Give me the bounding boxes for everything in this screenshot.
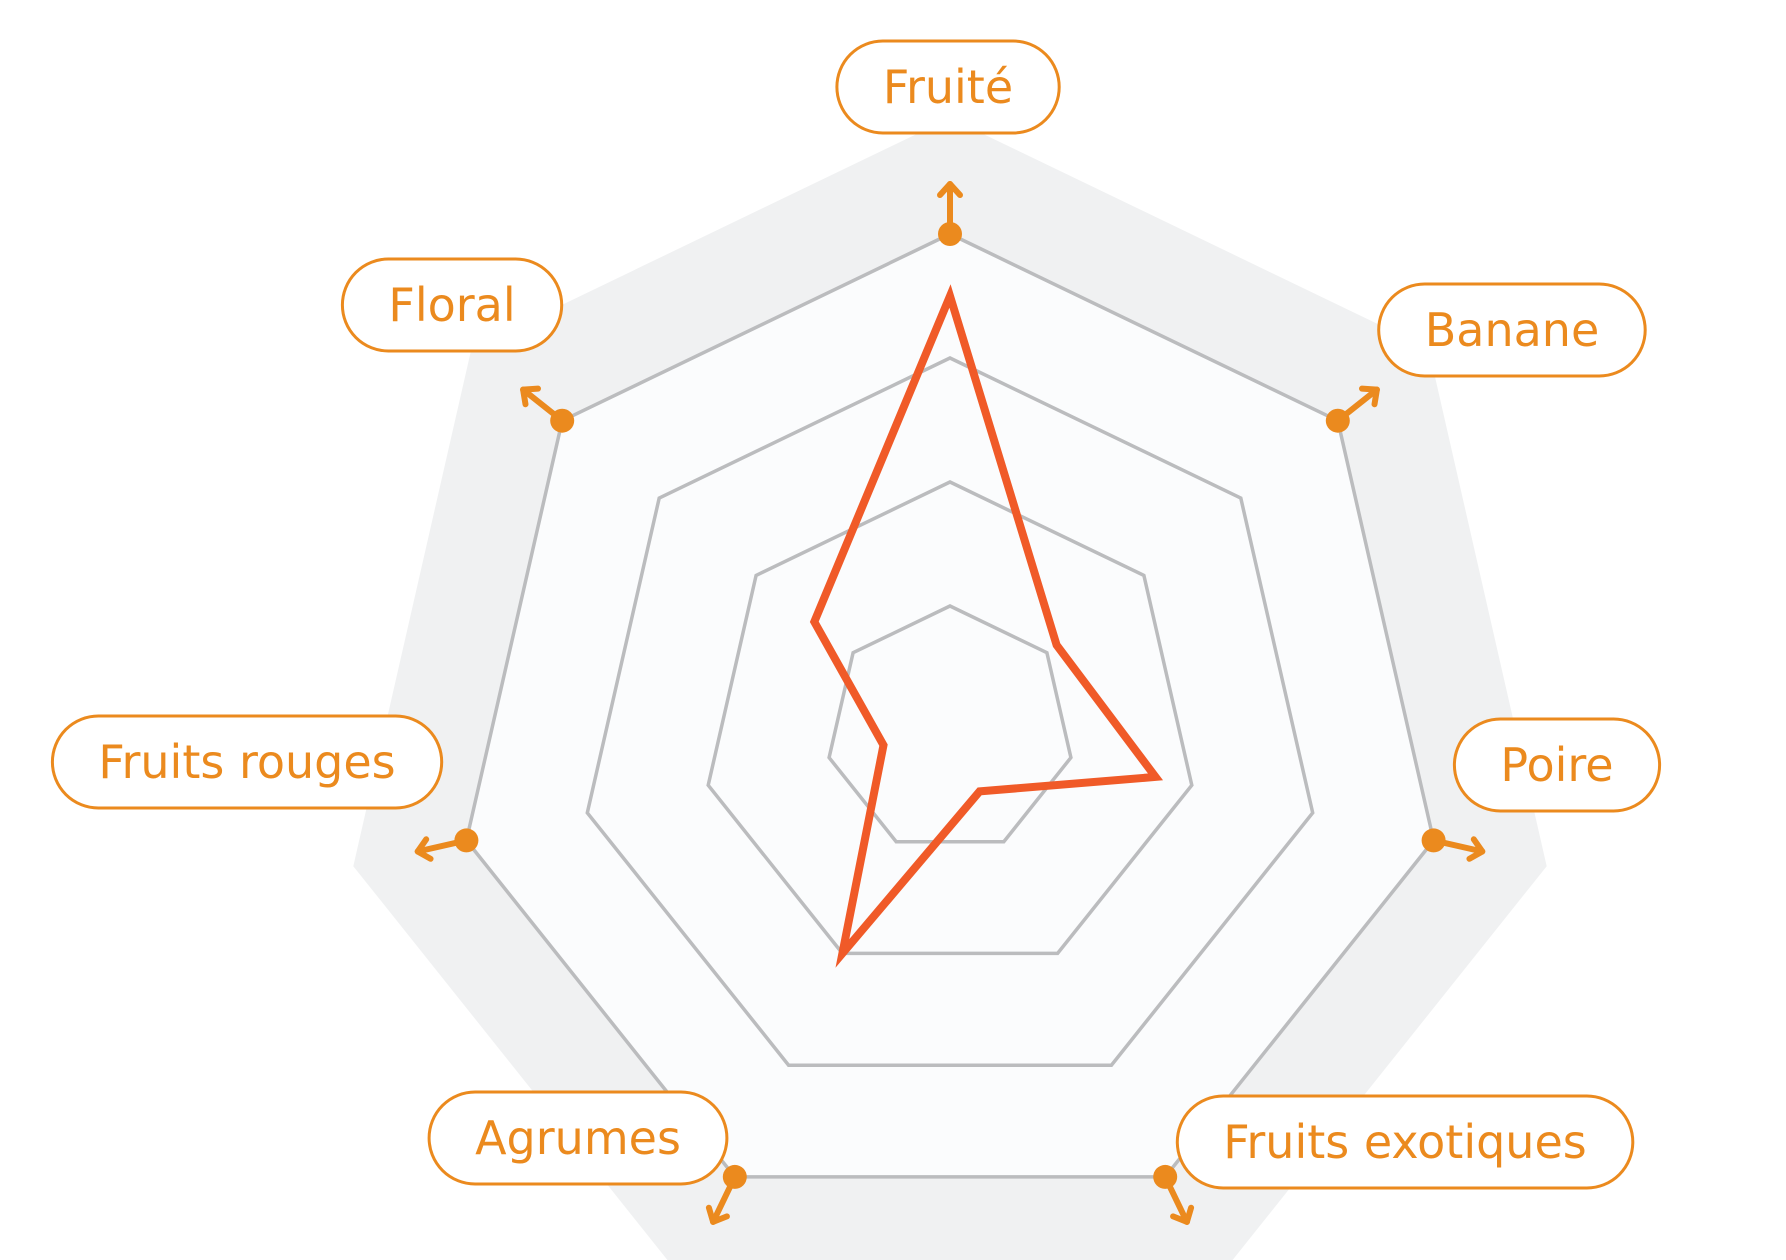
axis-label-box xyxy=(1175,1094,1635,1190)
inner-area xyxy=(466,234,1434,1177)
axis-marker-agrumes xyxy=(705,1164,747,1225)
marker-arrow-head-icon xyxy=(1466,836,1486,862)
marker-arrow-head-icon xyxy=(705,1204,730,1225)
axis-label-box xyxy=(50,714,444,810)
axis-marker-fruits-exotiques xyxy=(1153,1164,1195,1225)
axis-label-text: Floral xyxy=(388,278,515,332)
axis-label-banane: Banane xyxy=(1377,282,1647,378)
grid-ring-level-1 xyxy=(827,604,1073,844)
axis-marker-floral xyxy=(520,385,575,433)
axis-label-box xyxy=(1377,282,1647,378)
axis-marker-banane xyxy=(1325,385,1380,433)
axis-label-text: Fruité xyxy=(883,60,1013,114)
axis-label-poire: Poire xyxy=(1452,717,1662,813)
axis-marker-poire xyxy=(1421,828,1486,862)
chart-grid xyxy=(464,232,1436,1179)
series-line-1 xyxy=(809,284,1164,968)
axis-label-box xyxy=(1452,717,1662,813)
axis-label-fruits-exotiques: Fruits exotiques xyxy=(1175,1094,1635,1190)
marker-dot-icon xyxy=(1153,1164,1178,1189)
axis-label-text: Fruits exotiques xyxy=(1223,1115,1586,1169)
marker-arrow-head-icon xyxy=(414,836,434,862)
axis-label-text: Agrumes xyxy=(475,1111,681,1165)
axis-label-box xyxy=(835,39,1061,135)
axis-label-floral: Floral xyxy=(340,257,564,353)
axis-marker-fruits-rouges xyxy=(414,828,479,862)
axis-label-agrumes: Agrumes xyxy=(427,1090,729,1186)
marker-arrow-head-icon xyxy=(1170,1204,1195,1225)
axis-marker-fruite xyxy=(937,181,963,246)
marker-dot-icon xyxy=(550,408,575,433)
marker-dot-icon xyxy=(722,1164,747,1189)
chart-background xyxy=(353,118,1547,1260)
marker-dot-icon xyxy=(1421,828,1446,853)
axis-label-box xyxy=(340,257,564,353)
marker-dot-icon xyxy=(938,222,962,246)
axis-label-text: Fruits rouges xyxy=(98,735,395,789)
axis-label-box xyxy=(427,1090,729,1186)
axis-label-text: Poire xyxy=(1500,738,1613,792)
axis-label-text: Banane xyxy=(1425,303,1600,357)
chart-series xyxy=(809,284,1164,968)
axis-label-fruits-rouges: Fruits rouges xyxy=(50,714,444,810)
grid-ring-level-2 xyxy=(706,480,1194,956)
marker-arrow-head-icon xyxy=(520,385,541,408)
marker-arrow-head-icon xyxy=(1359,385,1380,408)
axis-markers xyxy=(414,181,1486,1225)
grid-ring-level-4 xyxy=(464,232,1436,1179)
marker-dot-icon xyxy=(1325,408,1350,433)
axis-label-fruite: Fruité xyxy=(835,39,1061,135)
marker-dot-icon xyxy=(454,828,479,853)
grid-ring-level-3 xyxy=(585,356,1315,1067)
marker-arrow-head-icon xyxy=(937,181,963,198)
